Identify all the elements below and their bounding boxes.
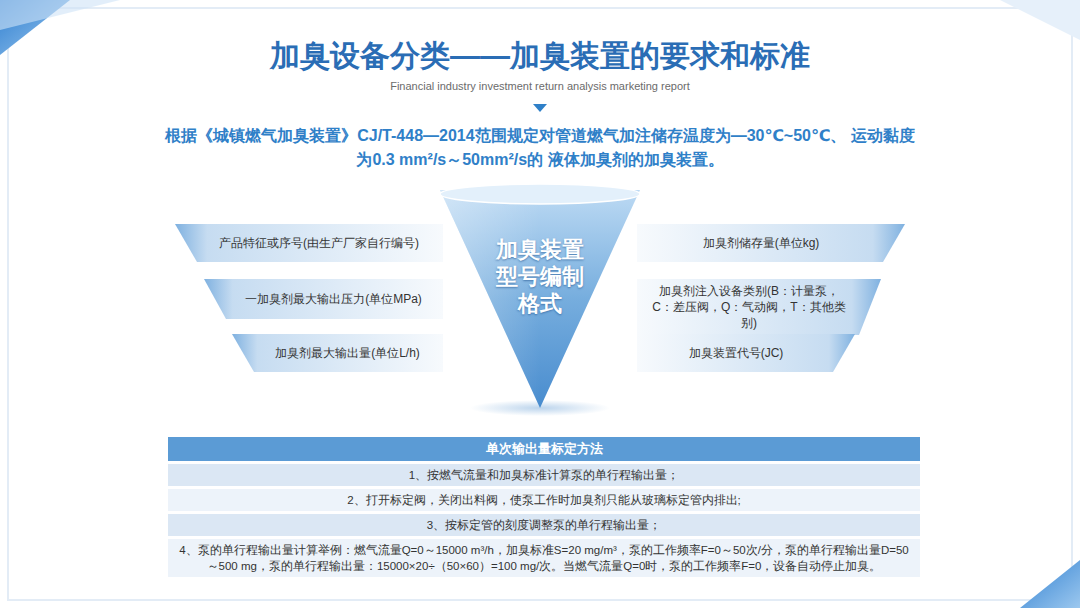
band-label: 产品特征或序号(由生产厂家自行编号) (219, 235, 419, 251)
format-band: 一加臭剂最大输出压力(单位MPa) (204, 279, 443, 319)
page-frame (8, 8, 1072, 600)
band-label: 一加臭剂最大输出压力(单位MPa) (245, 291, 422, 307)
subtitle: Financial industry investment return ana… (0, 79, 1080, 93)
corner-decoration (1020, 560, 1080, 608)
band-fill (637, 334, 855, 372)
band-fill (637, 279, 881, 335)
corner-decoration (1000, 0, 1080, 40)
format-band: 加臭剂储存量(单位kg) (637, 224, 905, 262)
table-cell: 2、打开标定阀，关闭出料阀，使泵工作时加臭剂只能从玻璃标定管内排出; (178, 492, 910, 508)
down-marker (533, 104, 547, 112)
table-row: 4、泵的单行程输出量计算举例：燃气流量Q=0～15000 m³/h，加臭标准S=… (168, 539, 920, 577)
statement-text: 根据《城镇燃气加臭装置》CJ/T-448—2014范围规定对管道燃气加注储存温度… (160, 124, 920, 172)
cone-top (440, 184, 640, 204)
cone-label: 加臭装置型号编制格式 (494, 236, 586, 317)
table-header: 单次输出量标定方法 (168, 437, 920, 461)
cone-node: 加臭装置型号编制格式 (440, 190, 640, 408)
cone-body (440, 190, 640, 408)
band-fill (232, 334, 443, 372)
table-row: 2、打开标定阀，关闭出料阀，使泵工作时加臭剂只能从玻璃标定管内排出; (168, 489, 920, 511)
page-title: 加臭设备分类——加臭装置的要求和标准 (0, 38, 1080, 74)
band-label: 加臭装置代号(JC) (689, 345, 784, 361)
band-label: 加臭剂最大输出量(单位L/h) (275, 345, 420, 361)
band-fill (204, 279, 443, 319)
format-band: 加臭剂最大输出量(单位L/h) (232, 334, 443, 372)
table-cell: 3、按标定管的刻度调整泵的单行程输出量； (178, 517, 910, 533)
format-band: 加臭剂注入设备类别(B：计量泵，C：差压阀，Q：气动阀，T：其他类别) (637, 279, 881, 335)
band-fill (175, 224, 443, 262)
table-row: 3、按标定管的刻度调整泵的单行程输出量； (168, 514, 920, 536)
format-band: 产品特征或序号(由生产厂家自行编号) (175, 224, 443, 262)
band-label: 加臭剂注入设备类别(B：计量泵，C：差压阀，Q：气动阀，T：其他类别) (651, 283, 847, 331)
band-label: 加臭剂储存量(单位kg) (703, 235, 820, 251)
table-header-text: 单次输出量标定方法 (176, 441, 912, 457)
format-band: 加臭装置代号(JC) (637, 334, 855, 372)
band-fill (637, 224, 905, 262)
table-cell: 1、按燃气流量和加臭标准计算泵的单行程输出量； (178, 467, 910, 483)
calibration-table: 单次输出量标定方法 1、按燃气流量和加臭标准计算泵的单行程输出量； 2、打开标定阀，… (168, 437, 920, 577)
table-row: 1、按燃气流量和加臭标准计算泵的单行程输出量； (168, 464, 920, 486)
corner-decoration (0, 0, 120, 30)
table-cell: 4、泵的单行程输出量计算举例：燃气流量Q=0～15000 m³/h，加臭标准S=… (178, 542, 910, 574)
